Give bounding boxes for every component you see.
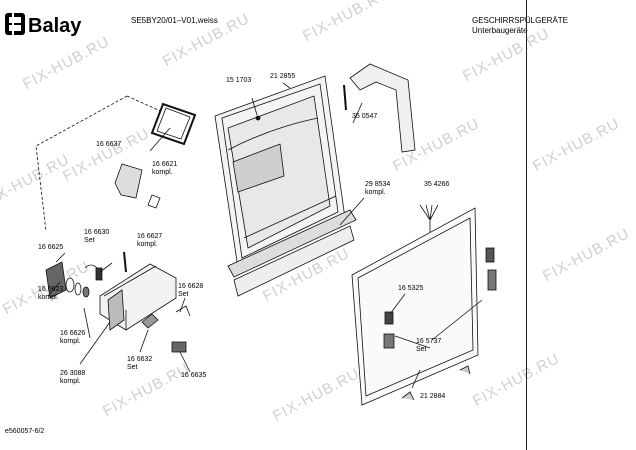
part-label: 16 6627 kompl. xyxy=(137,233,163,248)
part-label: 16 6626 kompl. xyxy=(60,330,86,345)
lever xyxy=(141,313,159,329)
part-label: 15 1703 xyxy=(226,77,252,84)
part-label: 29 8534 kompl. xyxy=(365,181,391,196)
part-label: 16 5325 xyxy=(398,285,424,292)
part-label: 16 6630 Set xyxy=(84,229,110,244)
switch-pin xyxy=(95,267,103,281)
spring xyxy=(175,305,191,317)
margin-divider xyxy=(526,0,527,450)
control-panel xyxy=(99,263,177,331)
balay-logo: Balay xyxy=(5,13,82,37)
diagram-reference: e560057-6/2 xyxy=(5,428,45,435)
part-label: 16 6635 xyxy=(181,372,207,379)
button-block xyxy=(171,341,187,353)
control-module xyxy=(114,163,161,209)
rod xyxy=(123,251,127,273)
part-label: 16 6637 xyxy=(96,141,122,148)
part-label: 26 3088 kompl. xyxy=(60,370,86,385)
part-label: 16 6625 xyxy=(38,244,64,251)
handle-bracket xyxy=(343,63,416,153)
part-label: 21 2884 xyxy=(420,393,446,400)
spring-clip xyxy=(84,264,98,269)
category-title: GESCHIRRSPÜLGERÄTE xyxy=(472,16,569,25)
part-label: 16 6623 kompl. xyxy=(38,286,64,301)
model-number: SE5BY20/01–V01,weiss xyxy=(131,16,218,25)
part-label: 16 6632 Set xyxy=(127,356,153,371)
part-label: 21 2855 xyxy=(270,73,296,80)
part-label: 16 6621 kompl. xyxy=(152,161,178,176)
door-inner-panel xyxy=(214,75,357,297)
selector-knob xyxy=(45,261,90,299)
part-label: 16 5737 Set xyxy=(416,338,442,353)
display-frame xyxy=(150,102,197,146)
svg-text:Balay: Balay xyxy=(28,15,82,37)
outer-door-panel xyxy=(351,207,497,406)
part-label: 35 4266 xyxy=(424,181,450,188)
subcategory-title: Unterbaugeräte xyxy=(472,26,528,35)
part-label: 16 6628 Set xyxy=(178,283,204,298)
part-label: 35 0547 xyxy=(352,113,378,120)
